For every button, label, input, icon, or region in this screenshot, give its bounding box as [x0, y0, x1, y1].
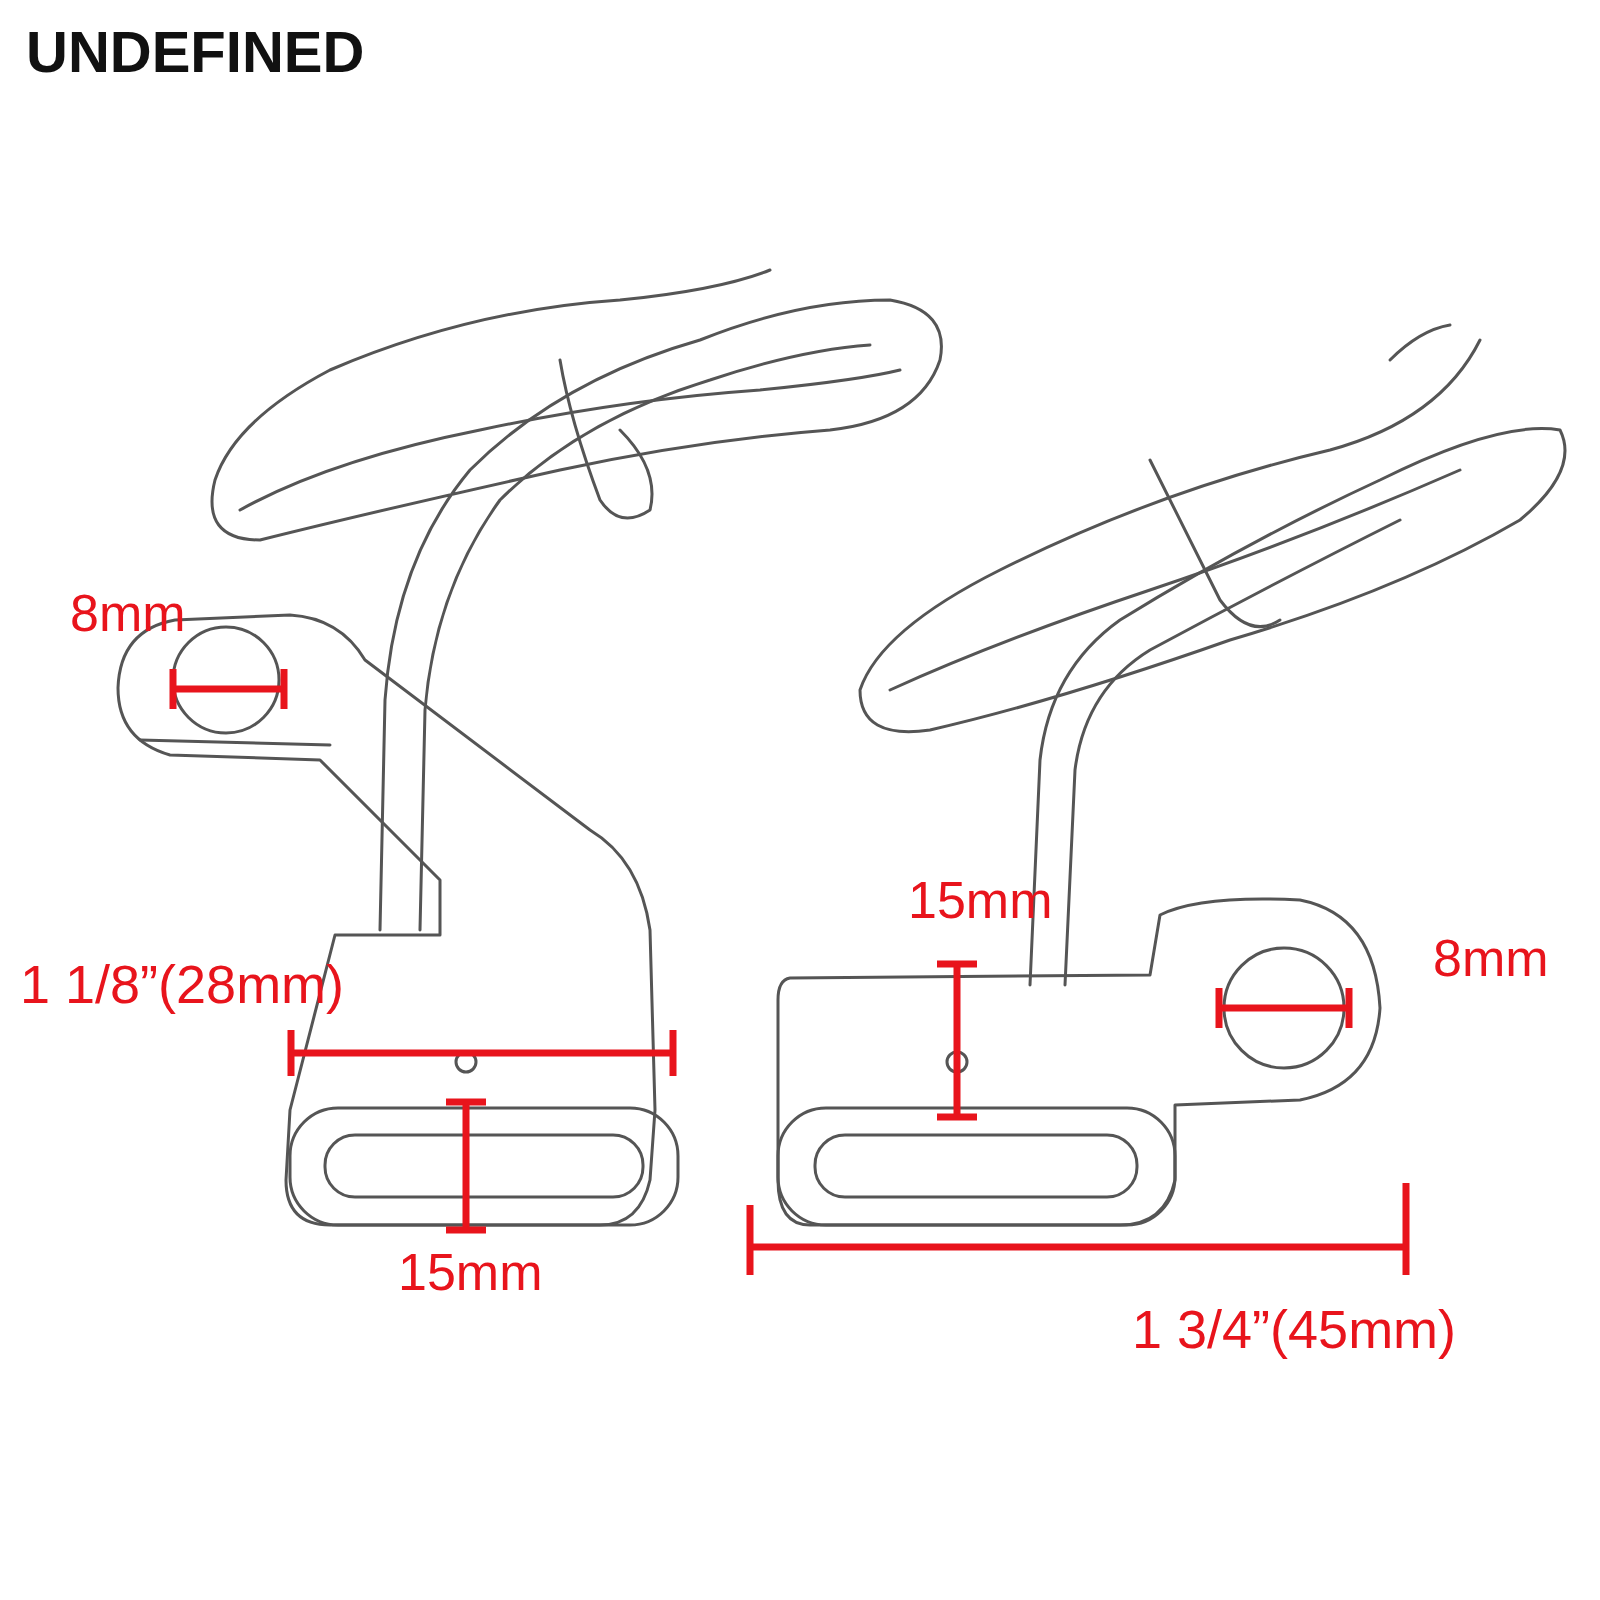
dimension-label: 1 1/8”(28mm): [20, 955, 344, 1014]
dimension-label: 15mm: [398, 1244, 542, 1301]
cable-sketch: [118, 270, 1565, 1225]
brand-watermark: UNDEFINED: [26, 20, 364, 84]
dimension-label: 1 3/4”(45mm): [1132, 1300, 1456, 1359]
dimension-label: 8mm: [70, 585, 186, 642]
dimension-label: 8mm: [1433, 930, 1549, 987]
dimension-label: 15mm: [908, 872, 1052, 929]
dimension-lines: [173, 669, 1406, 1275]
